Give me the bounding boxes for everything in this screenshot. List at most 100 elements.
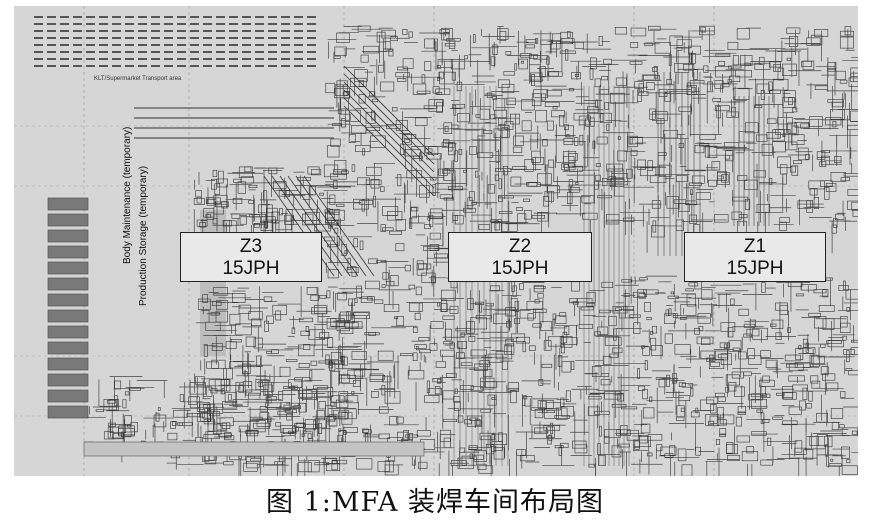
layout-mark (492, 96, 497, 100)
layout-mark (294, 37, 303, 39)
layout-mark (775, 302, 788, 311)
layout-mark (313, 385, 329, 390)
layout-mark (660, 446, 677, 456)
layout-mark (523, 198, 530, 202)
layout-mark (556, 407, 568, 420)
layout-mark (785, 141, 798, 151)
layout-mark (806, 200, 813, 213)
layout-mark (307, 30, 316, 32)
layout-mark (827, 340, 844, 348)
layout-mark (416, 260, 424, 271)
layout-mark (650, 337, 657, 351)
layout-mark (616, 429, 631, 436)
layout-mark (574, 41, 584, 49)
layout-mark (361, 199, 365, 212)
layout-mark (386, 280, 395, 287)
layout-mark (772, 129, 785, 142)
layout-mark (336, 319, 350, 332)
layout-mark (630, 42, 639, 48)
layout-mark (330, 138, 341, 147)
layout-mark (457, 341, 467, 349)
layout-mark (600, 112, 612, 123)
layout-mark (716, 419, 727, 426)
layout-mark (446, 38, 461, 42)
layout-mark (721, 174, 729, 183)
layout-mark (73, 30, 82, 32)
layout-mark (586, 292, 596, 303)
layout-mark (125, 37, 134, 39)
layout-mark (564, 124, 569, 131)
layout-mark (221, 422, 231, 429)
layout-mark (418, 263, 432, 270)
layout-mark (213, 423, 222, 435)
layout-mark (268, 58, 277, 60)
layout-mark (249, 416, 263, 421)
layout-mark (697, 313, 711, 324)
layout-mark (255, 58, 264, 60)
layout-mark (681, 383, 694, 388)
layout-mark (47, 197, 89, 211)
layout-mark (544, 408, 559, 419)
layout-mark (595, 174, 601, 181)
layout-mark (424, 38, 435, 49)
layout-mark (34, 16, 43, 18)
layout-mark (47, 309, 89, 323)
layout-mark (318, 401, 326, 410)
layout-mark (680, 407, 685, 412)
layout-mark (423, 105, 438, 109)
layout-mark (203, 434, 220, 440)
layout-mark (541, 93, 546, 101)
layout-mark (356, 458, 373, 470)
layout-mark (369, 91, 376, 97)
layout-mark (376, 259, 387, 263)
layout-mark (756, 83, 770, 94)
layout-mark (539, 66, 546, 78)
layout-mark (178, 422, 183, 426)
layout-mark (284, 214, 294, 225)
layout-mark (777, 156, 792, 169)
layout-mark (47, 58, 56, 60)
layout-mark (177, 44, 186, 46)
layout-mark (206, 361, 219, 369)
layout-mark (334, 84, 349, 96)
layout-mark (686, 293, 696, 307)
layout-mark (265, 396, 277, 401)
layout-mark (754, 62, 771, 70)
layout-mark (512, 285, 517, 297)
layout-mark (112, 58, 121, 60)
layout-mark (384, 460, 394, 473)
layout-mark (164, 16, 173, 18)
layout-mark (719, 433, 726, 437)
layout-mark (397, 66, 408, 71)
layout-mark (426, 380, 430, 394)
layout-mark (850, 347, 858, 355)
layout-mark (604, 391, 621, 400)
layout-mark (406, 170, 422, 179)
layout-mark (138, 16, 147, 18)
layout-mark (573, 112, 588, 121)
layout-mark (368, 332, 376, 336)
layout-mark (334, 46, 347, 56)
layout-mark (416, 263, 427, 276)
layout-mark (514, 63, 518, 71)
layout-mark (216, 23, 225, 25)
layout-mark (727, 41, 739, 51)
layout-mark (443, 197, 454, 201)
layout-mark (106, 399, 116, 404)
layout-mark (121, 431, 132, 438)
layout-mark (548, 71, 563, 77)
layout-mark (305, 326, 310, 332)
layout-mark (844, 26, 852, 36)
layout-mark (279, 366, 291, 377)
layout-mark (498, 196, 503, 203)
layout-mark (813, 289, 827, 294)
layout-mark (418, 337, 430, 342)
layout-mark (193, 197, 205, 205)
layout-mark (248, 392, 261, 400)
layout-mark (479, 108, 490, 120)
layout-mark (634, 446, 640, 450)
layout-mark (505, 51, 512, 56)
layout-mark (647, 452, 653, 457)
layout-mark (730, 298, 735, 306)
layout-mark (735, 70, 752, 78)
